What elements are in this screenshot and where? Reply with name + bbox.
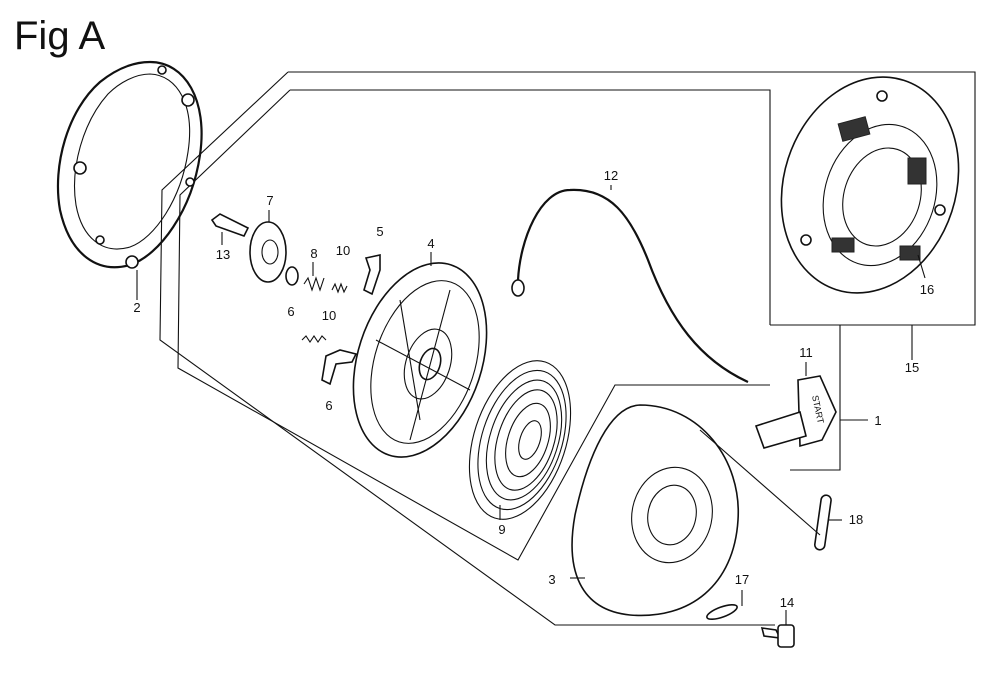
callout-6a: 6 (287, 304, 294, 319)
callout-12: 12 (604, 168, 618, 183)
starter-grip-11: START (754, 362, 837, 449)
recoil-reel-4 (352, 262, 488, 458)
callout-15: 15 (905, 360, 919, 375)
callout-13: 13 (216, 247, 230, 262)
recoil-cover-3 (570, 404, 739, 617)
pin-17 (706, 590, 743, 621)
callout-14: 14 (780, 595, 794, 610)
callout-8: 8 (310, 246, 317, 261)
callout-11: 11 (799, 345, 813, 360)
rope-guide-18 (813, 494, 832, 551)
callout-1: 1 (874, 413, 881, 428)
callout-7: 7 (266, 193, 273, 208)
callout-4: 4 (427, 236, 434, 251)
bolt-14 (760, 610, 795, 648)
callout-2: 2 (133, 300, 140, 315)
washer-6 (285, 266, 299, 286)
spring-10-lower (301, 335, 327, 343)
callout-9: 9 (498, 522, 505, 537)
figure-title: Fig A (14, 14, 106, 58)
callout-17: 17 (735, 572, 749, 587)
recoil-spring-9 (468, 360, 572, 520)
callout-10b: 10 (322, 308, 336, 323)
spring-10-upper (331, 282, 348, 294)
gasket-ring (56, 60, 203, 300)
callout-6b: 6 (325, 398, 332, 413)
assembly-outline (159, 71, 976, 626)
callout-3: 3 (548, 572, 555, 587)
callout-18: 18 (849, 512, 863, 527)
bolt-13 (210, 213, 250, 245)
pawl-5-lower (321, 349, 358, 386)
callout-16: 16 (920, 282, 934, 297)
starter-case-housing (780, 76, 960, 294)
pawl-5-upper (363, 254, 381, 296)
callout-10a: 10 (336, 243, 350, 258)
starter-rope-12 (511, 185, 749, 383)
spring-8 (303, 262, 325, 292)
ratchet-7 (249, 210, 287, 283)
callout-5: 5 (376, 224, 383, 239)
